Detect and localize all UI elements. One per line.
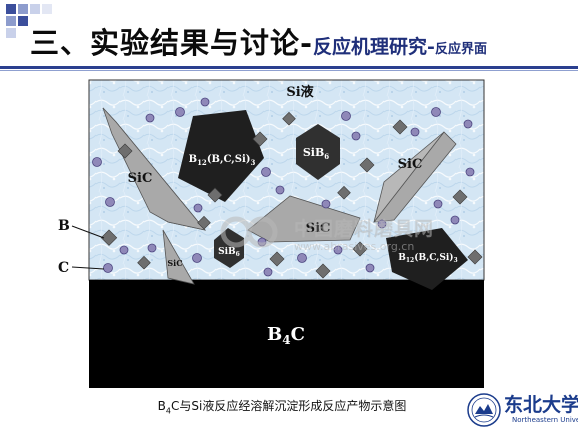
title-sub2: 反应界面 — [434, 42, 487, 57]
sic-particle-right-face — [373, 131, 445, 223]
carbon-atoms — [92, 97, 475, 277]
watermark-logo-icon — [220, 216, 278, 248]
reaction-diagram: Si液 SiC B12(B,C,Si)3 SiB6 SiC SiC SiB6 S… — [58, 79, 485, 388]
title-rule-thin — [0, 70, 578, 71]
b12-label-1: B12(B,C,Si)3 — [189, 154, 256, 167]
sic-particle-left-body — [102, 107, 207, 231]
pointer-b — [71, 225, 105, 239]
b12-particle-2 — [386, 228, 468, 290]
caption-sub: 4 — [165, 406, 171, 416]
b12-particle-1 — [178, 110, 264, 202]
b12-label-2: B12(B,C,Si)3 — [398, 252, 457, 264]
figure-caption: B4C与Si液反应经溶解沉淀形成反应产物示意图 — [112, 397, 452, 415]
watermark: 中国磨料磨具网 www.abrasives.org.cn — [218, 212, 488, 272]
caption-text: C与Si液反应经溶解沉淀形成反应产物示意图 — [170, 399, 407, 413]
title-main: 三、实验结果与讨论- — [30, 26, 314, 60]
sic-label-3: SiC — [398, 157, 423, 172]
watermark-text: 中国磨料磨具网 — [294, 218, 435, 240]
caption-b: B — [157, 399, 166, 413]
title-sub1: 反应机理研究- — [313, 36, 435, 58]
slide-title: 三、实验结果与讨论-反应机理研究-反应界面 — [30, 20, 487, 64]
sib6-label-2: SiB6 — [218, 247, 240, 258]
sic-label-small: SiC — [167, 258, 182, 268]
university-emblem-icon — [467, 393, 501, 427]
pointer-c — [71, 266, 105, 270]
label-b: B — [58, 218, 70, 234]
title-rule — [0, 66, 578, 69]
sic-particle-small — [162, 229, 195, 285]
sib6-label-1: SiB6 — [303, 146, 329, 161]
university-logo: 东北大学 Northeastern University — [466, 390, 578, 430]
boron-atoms — [100, 111, 483, 279]
label-c: C — [58, 260, 69, 276]
si-liquid-label: Si液 — [286, 84, 313, 100]
sib6-particle-1 — [296, 124, 340, 180]
sic-label-2: SiC — [306, 221, 331, 236]
university-name-en: Northeastern University — [512, 416, 578, 424]
b4c-label: B4C — [267, 324, 305, 347]
b4c-substrate — [89, 280, 484, 388]
sic-label-1: SiC — [128, 171, 153, 186]
watermark-url: www.abrasives.org.cn — [294, 240, 415, 253]
sib6-particle-2 — [214, 228, 244, 268]
university-name: 东北大学 — [504, 394, 578, 416]
